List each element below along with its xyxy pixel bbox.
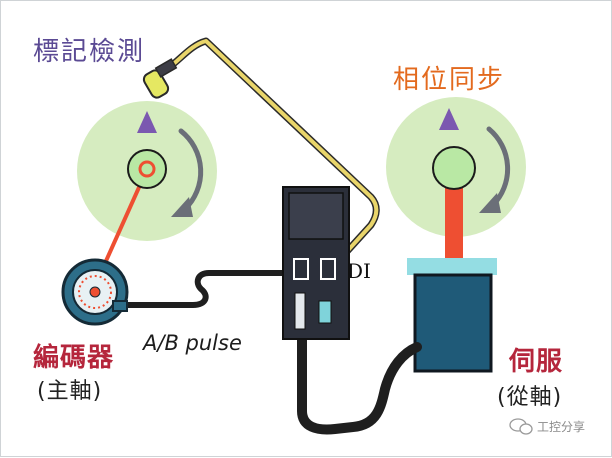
label-di: DI <box>347 259 371 283</box>
label-slave-axis: (從軸) <box>497 385 563 410</box>
sensor-cable-fill <box>165 39 379 271</box>
label-ab-pulse: A/B pulse <box>143 331 242 355</box>
label-servo: 伺服 <box>509 347 564 377</box>
watermark-text: 工控分享 <box>537 420 586 434</box>
slave-rotation-arrowhead <box>479 193 501 213</box>
wechat-icon <box>509 418 533 435</box>
master-rotation-arrow <box>178 128 204 212</box>
encoder-cable <box>120 270 296 308</box>
slave-hub <box>432 146 476 190</box>
label-master-axis: (主軸) <box>37 379 103 404</box>
servo-drive <box>282 186 350 340</box>
servo-body <box>413 273 493 373</box>
slave-mark-triangle <box>439 108 459 130</box>
label-mark-detect: 標記檢測 <box>33 37 146 67</box>
master-hub <box>127 149 167 189</box>
label-phase-sync: 相位同步 <box>393 65 506 95</box>
slave-rotation-arrow <box>486 126 511 208</box>
master-mark-triangle <box>137 111 157 133</box>
master-hub-pin <box>138 160 156 178</box>
slave-red-shaft <box>445 181 463 261</box>
label-encoder: 編碼器 <box>33 343 115 373</box>
mark-sensor <box>142 58 178 99</box>
master-rotation-arrowhead <box>171 197 193 217</box>
encoder-device <box>61 258 129 326</box>
servo-cap <box>407 258 497 275</box>
servo-power-cable <box>297 328 422 435</box>
